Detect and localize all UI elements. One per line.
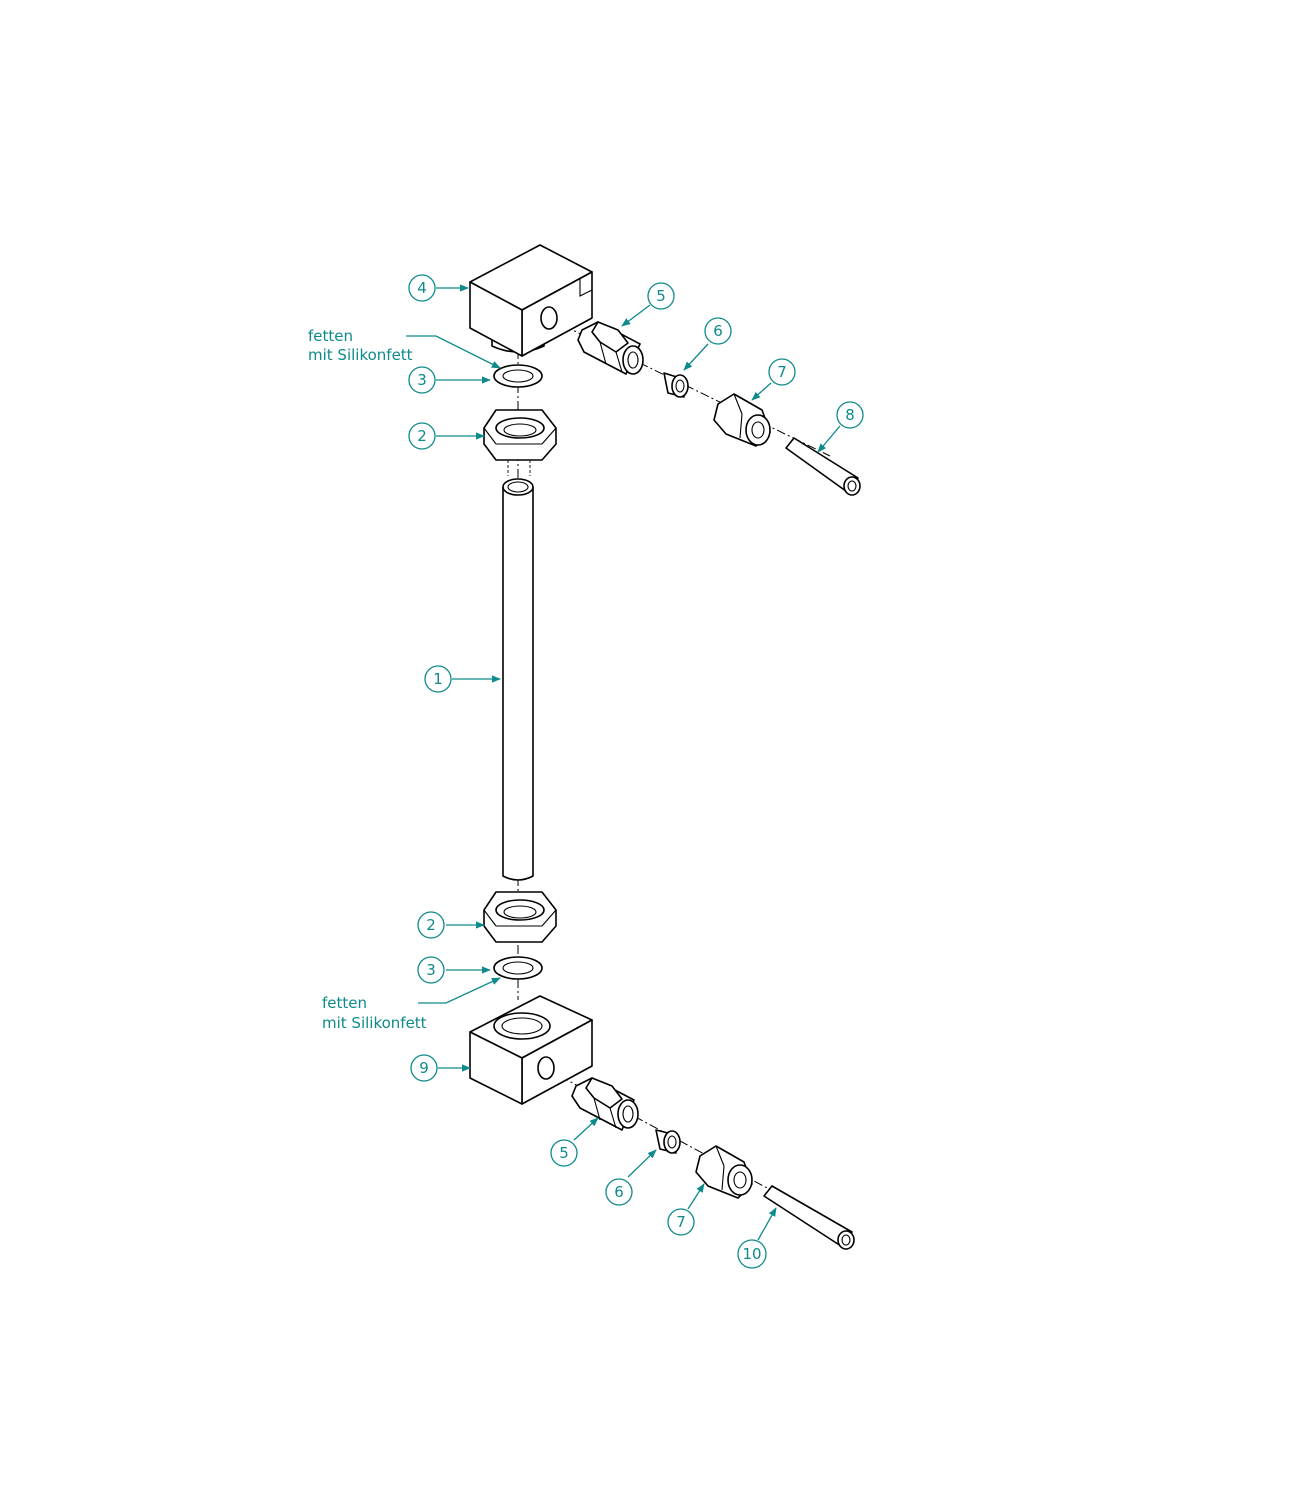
balloon-label: 10 (742, 1245, 761, 1263)
note-top-line2: mit Silikonfett (308, 346, 413, 364)
leader-lines (406, 284, 841, 1241)
balloon-4-top: 4 (408, 274, 436, 302)
balloon-6-bottom: 6 (605, 1178, 633, 1206)
balloon-label: 3 (426, 961, 436, 979)
top-block-part-4 (469, 244, 593, 357)
balloon-label: 6 (713, 322, 723, 340)
balloon-6-top: 6 (704, 317, 732, 345)
balloon-2-top: 2 (408, 422, 436, 450)
note-top-line1: fetten (308, 327, 353, 345)
balloon-label: 8 (845, 406, 855, 424)
bottom-block-part-9 (469, 995, 593, 1105)
bottom-fitting-part-5 (571, 1077, 639, 1131)
note-bottom-line2: mit Silikonfett (322, 1014, 427, 1032)
balloon-1: 1 (424, 665, 452, 693)
balloon-9: 9 (410, 1054, 438, 1082)
balloon-label: 2 (426, 916, 436, 934)
balloon-label: 5 (656, 287, 666, 305)
note-bottom: fetten mit Silikonfett (322, 994, 427, 1032)
top-tube-part-8 (785, 437, 861, 496)
balloon-label: 9 (419, 1059, 429, 1077)
balloon-5-bottom: 5 (550, 1139, 578, 1167)
balloon-7-top: 7 (768, 358, 796, 386)
balloon-8-top: 8 (836, 401, 864, 429)
balloon-2-bottom: 2 (417, 911, 445, 939)
balloon-label: 7 (777, 363, 787, 381)
bottom-hex-nut-part-2 (483, 891, 557, 943)
top-hex-nut-part-2 (483, 409, 557, 461)
bottom-ferrule-part-6 (655, 1129, 681, 1154)
bottom-tube-part-10 (763, 1185, 855, 1250)
balloon-3-top: 3 (408, 366, 436, 394)
top-fitting-part-5 (577, 321, 644, 375)
balloon-7-bottom: 7 (667, 1208, 695, 1236)
top-nut-part-7 (713, 393, 771, 447)
balloon-label: 1 (433, 670, 443, 688)
center-lines (517, 317, 831, 1223)
note-top: fetten mit Silikonfett (308, 327, 413, 364)
note-bottom-line1: fetten (322, 994, 367, 1012)
balloon-label: 2 (417, 427, 427, 445)
top-ferrule-part-6 (663, 372, 689, 398)
glass-tube-part-1 (502, 478, 534, 881)
bottom-oring-part-3 (493, 956, 543, 980)
balloon-label: 4 (417, 279, 427, 297)
balloon-10: 10 (737, 1239, 767, 1269)
top-oring-part-3 (493, 364, 543, 388)
balloon-5-top: 5 (647, 282, 675, 310)
balloon-label: 5 (559, 1144, 569, 1162)
balloon-label: 7 (676, 1213, 686, 1231)
balloon-3-bottom: 3 (417, 956, 445, 984)
balloon-label: 3 (417, 371, 427, 389)
bottom-nut-part-7 (695, 1145, 753, 1199)
balloon-label: 6 (614, 1183, 624, 1201)
